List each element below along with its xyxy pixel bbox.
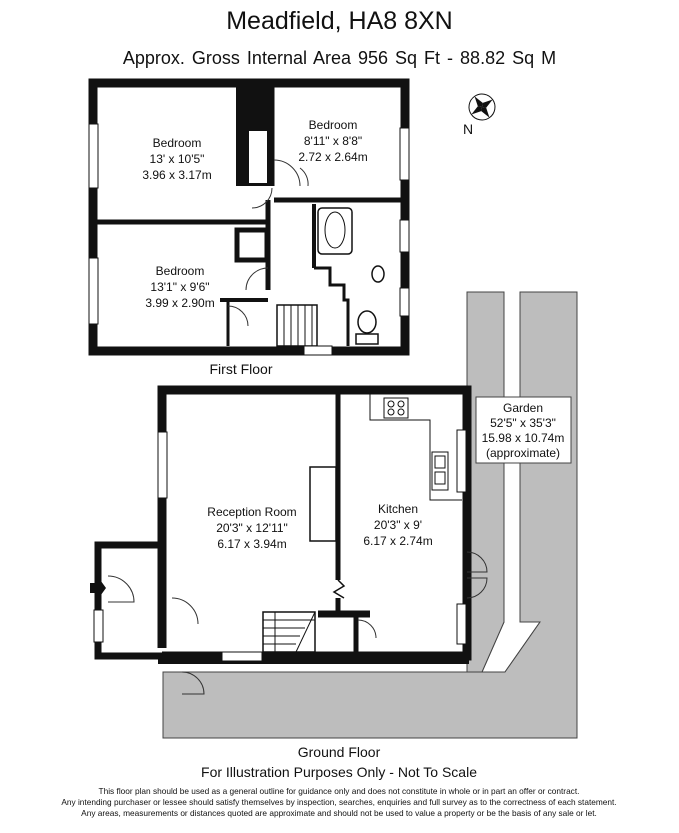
bedroom-1-metric: 3.96 x 3.17m: [142, 168, 211, 182]
reception-room-imperial: 20'3" x 12'11": [216, 521, 288, 535]
illustration-note: For Illustration Purposes Only - Not To …: [201, 764, 477, 780]
toilet: [357, 310, 377, 334]
kitchen-imperial: 20'3" x 9': [374, 518, 422, 532]
garden-name: Garden: [503, 401, 543, 415]
bath: [317, 207, 353, 255]
garden-note: (approximate): [486, 446, 560, 460]
basin: [371, 265, 385, 283]
garden-label-box: [475, 396, 572, 464]
garden-metric: 15.98 x 10.74m: [482, 431, 565, 445]
compass-north-label: N: [463, 121, 473, 137]
sink: [431, 451, 449, 491]
first-floor-plan: [88, 78, 410, 356]
kitchen-metric: 6.17 x 2.74m: [363, 534, 432, 548]
garden-area: [162, 291, 578, 739]
ground-floor-plan: [90, 385, 488, 664]
property-title: Meadfield, HA8 8XN: [226, 7, 453, 35]
ground-floor-label: Ground Floor: [298, 744, 381, 760]
garden-imperial: 52'5" x 35'3": [490, 416, 556, 430]
gross-internal-area: Approx. Gross Internal Area 956 Sq Ft - …: [122, 48, 557, 68]
bedroom-3-imperial: 13'1" x 9'6": [150, 280, 209, 294]
reception-room-metric: 6.17 x 3.94m: [217, 537, 286, 551]
entrance-arrow-icon: [90, 577, 106, 599]
kitchen-name: Kitchen: [378, 502, 418, 516]
compass-icon: [468, 93, 496, 121]
disclaimer-line-1: This floor plan should be used as a gene…: [99, 786, 580, 796]
disclaimer-line-3: Any areas, measurements or distances quo…: [81, 808, 597, 818]
bedroom-3-name: Bedroom: [156, 264, 205, 278]
first-floor-label: First Floor: [210, 361, 273, 377]
reception-room-name: Reception Room: [207, 505, 296, 519]
bedroom-2-imperial: 8'11" x 8'8": [304, 134, 362, 148]
disclaimer-line-2: Any intending purchaser or lessee should…: [61, 797, 616, 807]
hob: [383, 397, 409, 419]
bedroom-3-metric: 3.99 x 2.90m: [145, 296, 214, 310]
bedroom-2-metric: 2.72 x 2.64m: [298, 150, 367, 164]
bedroom-1-name: Bedroom: [153, 136, 202, 150]
bedroom-2-name: Bedroom: [309, 118, 358, 132]
bedroom-1-imperial: 13' x 10'5": [150, 152, 205, 166]
